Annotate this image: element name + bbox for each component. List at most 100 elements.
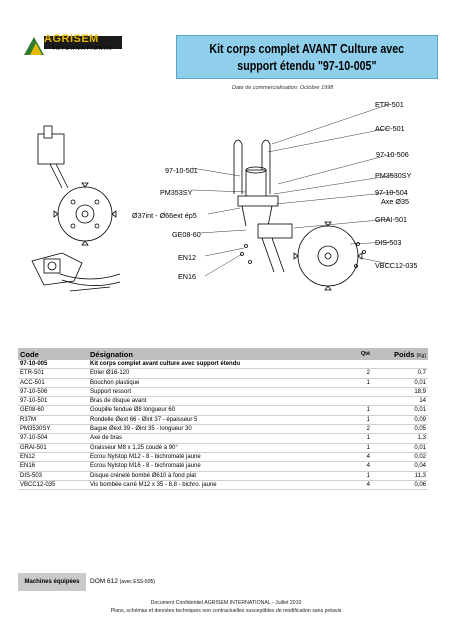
- cell-code: EN12: [18, 452, 88, 463]
- header-weight-unit: (Kg): [416, 352, 426, 359]
- cell-code: 97-10-504: [18, 433, 88, 444]
- parts-table: Code Désignation Qté Poids (Kg) 97-10-00…: [18, 348, 428, 491]
- brand-subtitle: INTERNATIONAL: [53, 46, 114, 52]
- cell-code: 97-10-506: [18, 387, 88, 398]
- cell-qty: [340, 360, 372, 370]
- callout-97-10-506: 97-10-506: [376, 150, 409, 159]
- page-title: Kit corps complet AVANT Culture avec sup…: [176, 35, 438, 79]
- callout-pm3530sy-left: PM353SY: [160, 188, 193, 197]
- cell-designation: Bouchon plastique: [88, 378, 340, 388]
- cell-qty: 1: [340, 378, 372, 388]
- cell-weight: 0,02: [372, 452, 428, 463]
- table-header-row: Code Désignation Qté Poids (Kg): [18, 348, 428, 360]
- callout-97-10-501: 97-10-501: [165, 166, 198, 175]
- cell-designation: Etrier Ø16-120: [88, 368, 340, 379]
- callout-en12: EN12: [178, 253, 196, 262]
- callout-en16: EN16: [178, 272, 196, 281]
- exploded-assembly: [233, 139, 366, 291]
- cell-weight: 0,01: [372, 443, 428, 453]
- callout-97-10-504: 97-10-504: [375, 188, 408, 197]
- cell-designation: Ecrou Nylstop M16 - 8 - bichromaté jaune: [88, 461, 340, 472]
- header-code: Code: [18, 348, 88, 360]
- callout-dis503: DIS-503: [375, 238, 402, 247]
- cell-weight: 0,01: [372, 405, 428, 416]
- cell-designation: Vis bombée carré M12 x 35 - 8,8 - bichro…: [88, 480, 340, 491]
- cell-designation: Axe de bras: [88, 433, 340, 444]
- machines-model: DOM 612: [90, 578, 118, 585]
- callout-axe35: Axe Ø35: [381, 197, 409, 206]
- cell-qty: 1: [340, 415, 372, 426]
- cell-qty: 2: [340, 424, 372, 435]
- header-designation: Désignation: [88, 348, 340, 360]
- callout-grai501: GRAI-501: [375, 215, 407, 224]
- cell-designation: Goupille fendue Ø8 longueur 60: [88, 405, 340, 416]
- cell-code: EN16: [18, 461, 88, 472]
- header-weight: Poids (Kg): [372, 348, 428, 360]
- cell-designation: Disque crénelé bombé Ø610 à fond plat: [88, 471, 340, 481]
- callout-pm3530sy-right: PM3530SY: [375, 171, 412, 180]
- cell-designation: Ecrou Nylstop M12 - 8 - bichromaté jaune: [88, 452, 340, 463]
- machines-value: DOM 612 (avec ESS-505): [90, 573, 155, 591]
- title-line-2: support étendu "97-10-005": [237, 58, 377, 73]
- agrisem-logo-icon: [24, 36, 122, 55]
- cell-code: GRAI-501: [18, 443, 88, 453]
- cell-designation: Bague Øext 39 - Øint 35 - longueur 30: [88, 424, 340, 435]
- machines-label: Machines équipées: [18, 573, 86, 591]
- cell-weight: 0,05: [372, 424, 428, 435]
- cell-weight: [372, 360, 428, 370]
- footer-confidential: Document Confidentiel AGRISEM INTERNATIO…: [150, 600, 302, 606]
- cell-qty: 4: [340, 480, 372, 491]
- cell-qty: 1: [340, 433, 372, 444]
- cell-designation: Support ressort: [88, 387, 340, 398]
- cell-weight: 14: [372, 396, 428, 407]
- cell-weight: 0,01: [372, 378, 428, 388]
- cell-weight: 0,06: [372, 480, 428, 491]
- callout-etr501: ETR-501: [375, 100, 404, 109]
- cell-qty: 4: [340, 452, 372, 463]
- header-qty: Qté: [340, 348, 372, 360]
- cell-code: DIS-503: [18, 471, 88, 481]
- cell-code: VBCC12-035: [18, 480, 88, 491]
- machines-note: (avec ESS-505): [119, 579, 155, 585]
- leader-lines: [191, 103, 396, 277]
- commercialisation-date: Date de commercialisation: Octobre 1998: [232, 85, 334, 91]
- cell-weight: 1,3: [372, 433, 428, 444]
- cell-designation: Rondelle Øext 66 - Øint 37 - épaisseur 5: [88, 415, 340, 426]
- footer-disclaimer: Plans, schémas et données techniques non…: [110, 608, 342, 614]
- cell-designation: Graisseur M8 x 1,25 coudé à 90°: [88, 443, 340, 453]
- cell-weight: 11,3: [372, 471, 428, 481]
- callout-ge0860: GE08-60: [172, 230, 201, 239]
- cell-weight: 0,04: [372, 461, 428, 472]
- cell-qty: [340, 387, 372, 398]
- cell-code: ACC-501: [18, 378, 88, 388]
- cell-code: R37M: [18, 415, 88, 426]
- callout-acc501: ACC-501: [375, 124, 405, 133]
- cell-qty: 1: [340, 443, 372, 453]
- cell-qty: [340, 396, 372, 407]
- cell-code: 97-10-501: [18, 396, 88, 407]
- cell-weight: 0,09: [372, 415, 428, 426]
- cell-qty: 1: [340, 405, 372, 416]
- side-view-assembly: [37, 125, 117, 246]
- front-view-assembly: [31, 252, 121, 292]
- cell-weight: 0,7: [372, 368, 428, 379]
- cell-qty: 2: [340, 368, 372, 379]
- cell-designation: Bras de disque avant: [88, 396, 340, 407]
- cell-designation: Kit corps complet avant culture avec sup…: [88, 360, 340, 370]
- cell-code: 97-10-005: [18, 360, 88, 370]
- title-line-1: Kit corps complet AVANT Culture avec: [209, 41, 405, 56]
- cell-weight: 18,9: [372, 387, 428, 398]
- cell-code: PM3530SY: [18, 424, 88, 435]
- cell-qty: 4: [340, 461, 372, 472]
